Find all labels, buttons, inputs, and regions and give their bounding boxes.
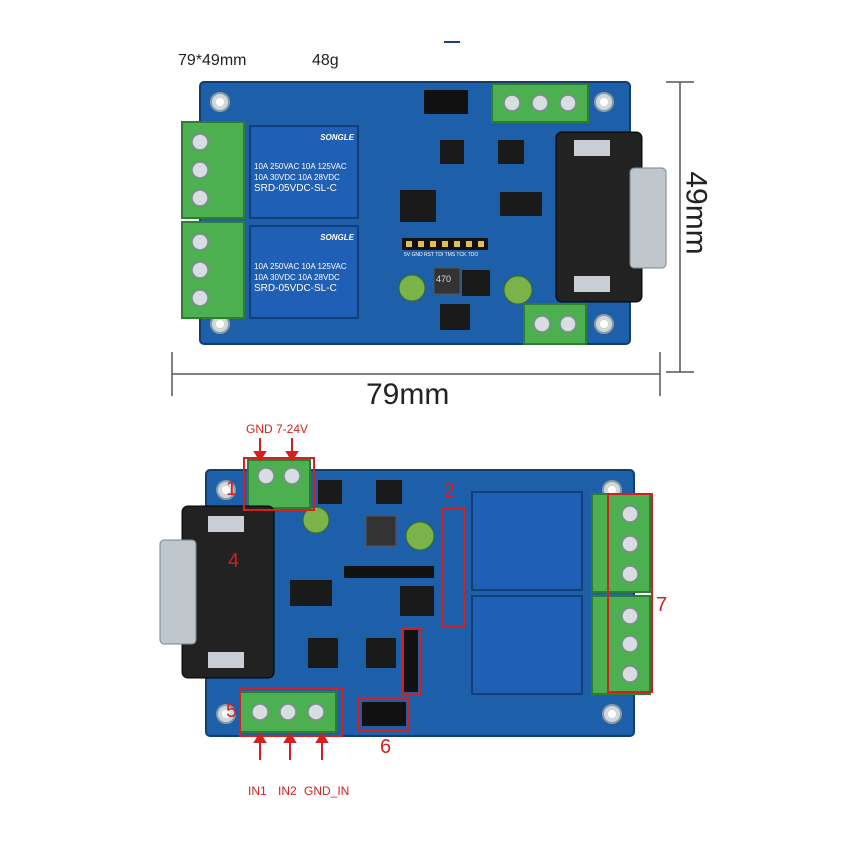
callout-number-2: 2 bbox=[444, 480, 456, 502]
weight-spec: 48g bbox=[312, 52, 339, 69]
relay-1-label: SONGLE 10A 250VAC 10A 125VAC 10A 30VDC 1… bbox=[254, 132, 354, 194]
in2-callout: IN2 bbox=[278, 784, 297, 798]
callout-boxes bbox=[239, 457, 653, 737]
relay-rating-1: 10A 250VAC 10A 125VAC bbox=[254, 162, 347, 171]
top-left-terminals bbox=[181, 121, 245, 319]
relay-rating-2: 10A 30VDC 10A 28VDC bbox=[254, 273, 340, 282]
relay-brand: SONGLE bbox=[320, 133, 354, 142]
power-callout: GND 7-24V bbox=[246, 422, 309, 436]
relay-2-label: SONGLE 10A 250VAC 10A 125VAC 10A 30VDC 1… bbox=[254, 232, 354, 294]
top-relays bbox=[249, 125, 359, 319]
relay-rating-2: 10A 30VDC 10A 28VDC bbox=[254, 173, 340, 182]
height-dimension: 49mm bbox=[679, 171, 713, 255]
height-dimension-line bbox=[666, 81, 694, 373]
db9-connector bbox=[555, 131, 667, 303]
relay-model: SRD-05VDC-SL-C bbox=[254, 283, 337, 294]
callout-number-5: 5 bbox=[226, 700, 238, 722]
callout-number-1: 1 bbox=[226, 478, 238, 500]
top-pcb bbox=[181, 81, 667, 345]
width-dimension-line bbox=[171, 352, 661, 396]
callout-number-6: 6 bbox=[380, 736, 392, 758]
callout-number-4: 4 bbox=[228, 550, 240, 572]
in1-callout: IN1 bbox=[248, 784, 267, 798]
callout-number-7: 7 bbox=[656, 594, 668, 616]
size-spec: 79*49mm bbox=[178, 52, 247, 69]
gnd-in-callout: GND_IN bbox=[304, 784, 350, 798]
relay-brand: SONGLE bbox=[320, 233, 354, 242]
callout-arrows bbox=[253, 438, 329, 760]
dash-mark bbox=[444, 41, 460, 43]
relay-model: SRD-05VDC-SL-C bbox=[254, 183, 337, 194]
relay-rating-1: 10A 250VAC 10A 125VAC bbox=[254, 262, 347, 271]
width-dimension: 79mm bbox=[366, 378, 450, 411]
capacitor-label: 470 bbox=[436, 274, 452, 284]
header-label: 5V GND RST TDI TMS TCK TDO bbox=[404, 252, 479, 258]
bottom-pcb bbox=[159, 459, 651, 737]
